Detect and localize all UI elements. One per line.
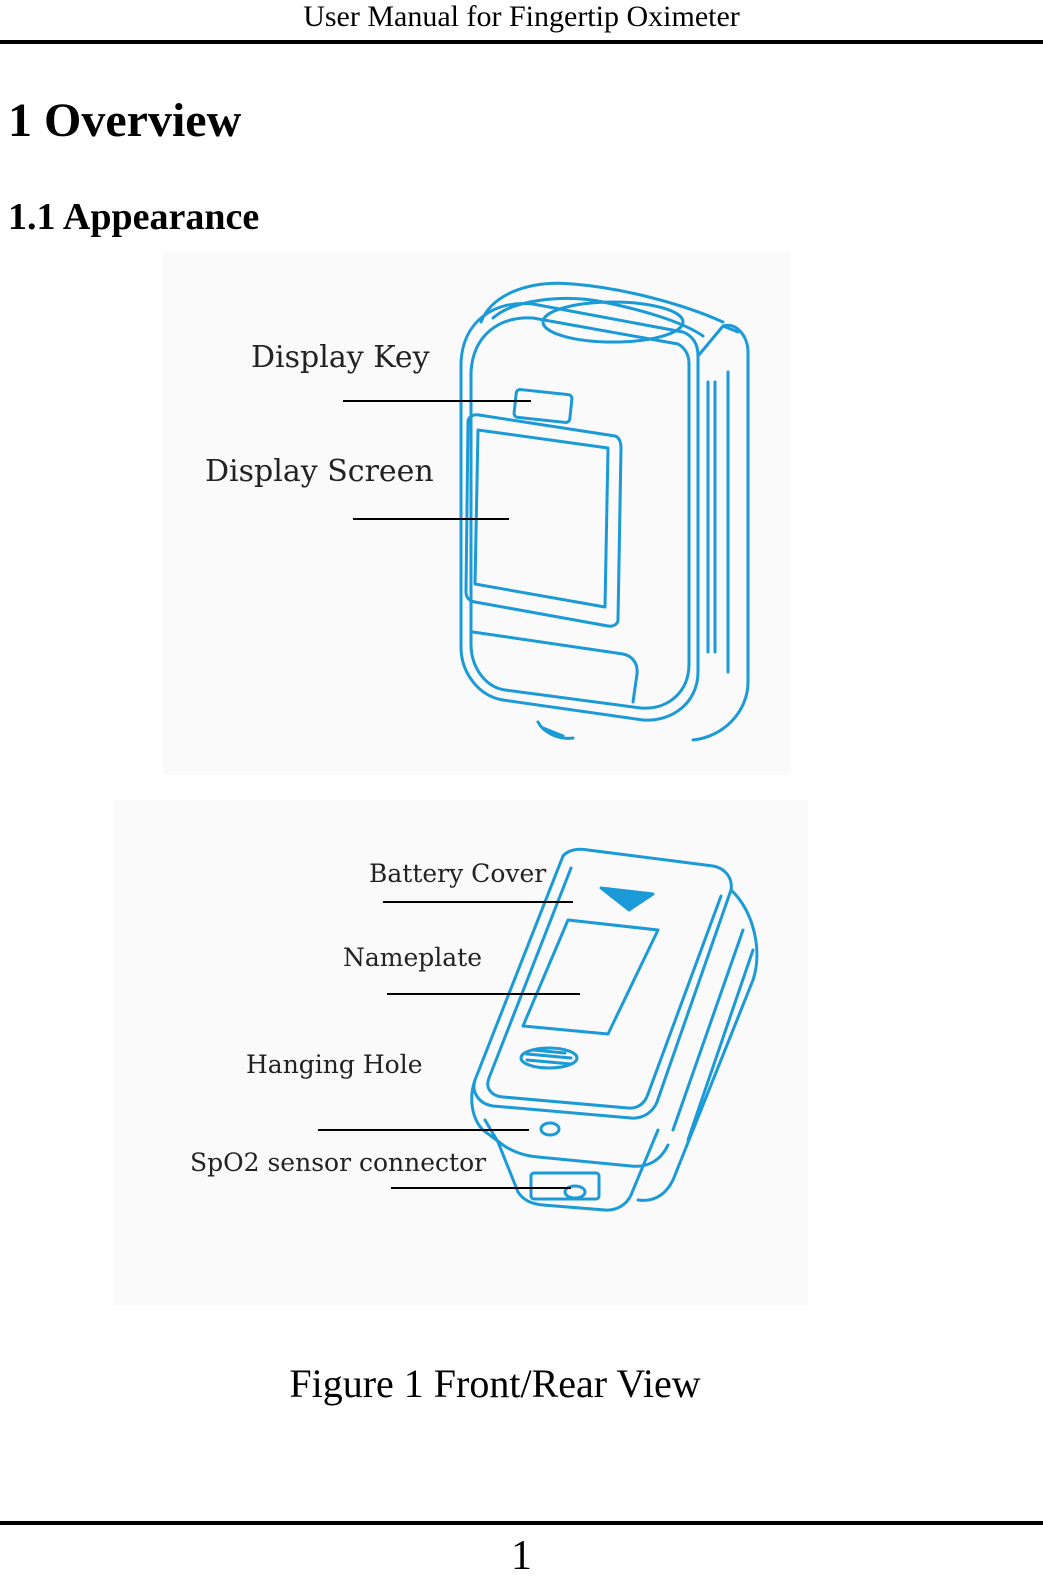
- section-heading: 1 Overview: [8, 94, 242, 147]
- battery-cover-label: Battery Cover: [369, 859, 547, 888]
- front-view-illustration: [343, 281, 750, 742]
- figure-caption: Figure 1 Front/Rear View: [289, 1361, 701, 1406]
- display-screen-label: Display Screen: [205, 454, 434, 489]
- header-rule: [0, 40, 1043, 44]
- page-number: 1: [511, 1533, 532, 1579]
- running-header: User Manual for Fingertip Oximeter: [303, 0, 740, 33]
- nameplate-label: Nameplate: [343, 943, 483, 972]
- rear-view-figure: Battery Cover Nameplate Hanging Hole SpO…: [113, 800, 808, 1305]
- footer-rule: [0, 1521, 1043, 1525]
- display-key-label: Display Key: [251, 340, 430, 375]
- front-view-figure: Display Key Display Screen: [163, 252, 791, 775]
- rear-view-illustration: [318, 847, 759, 1212]
- hanging-hole-label: Hanging Hole: [246, 1050, 423, 1079]
- subsection-heading: 1.1 Appearance: [8, 196, 260, 238]
- sensor-connector-label: SpO2 sensor connector: [190, 1148, 487, 1177]
